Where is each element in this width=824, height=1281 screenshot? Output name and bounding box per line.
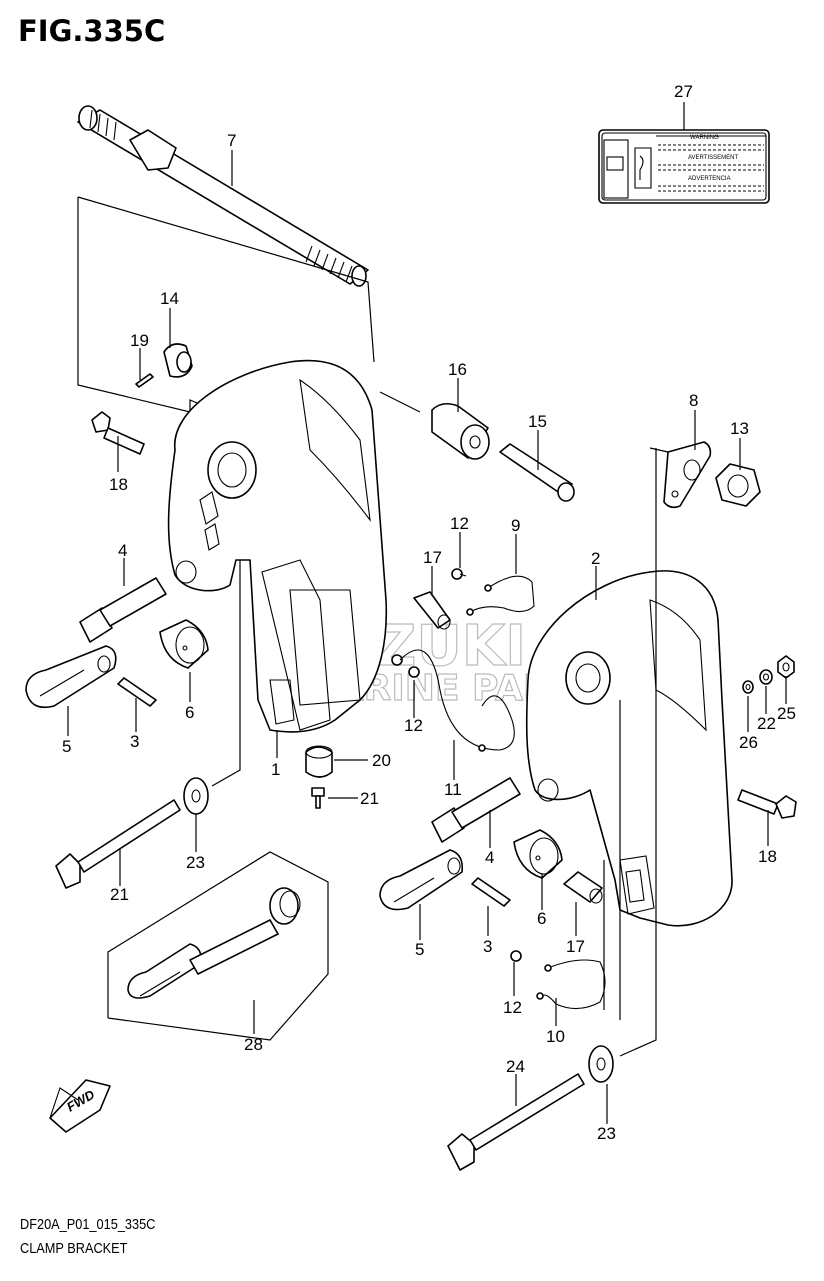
callout-2: 2 — [591, 549, 600, 568]
nut-25[interactable] — [777, 655, 795, 679]
callout-17-upper: 17 — [423, 548, 442, 567]
callout-7: 7 — [227, 131, 236, 150]
stopper-17-upper[interactable] — [413, 591, 451, 630]
callout-13: 13 — [730, 419, 749, 438]
bushing-14[interactable] — [163, 343, 193, 378]
bushing-16[interactable] — [431, 402, 490, 460]
clamp-pad-6-upper[interactable] — [159, 619, 209, 669]
callout-6-upper: 6 — [185, 703, 194, 722]
ground-wire-11[interactable] — [399, 649, 515, 752]
callout-3-lower: 3 — [483, 937, 492, 956]
callout-14: 14 — [160, 289, 179, 308]
clamp-screw-kit-28[interactable] — [107, 851, 329, 1041]
callout-25: 25 — [777, 704, 796, 723]
clamp-bracket-1[interactable] — [167, 359, 388, 733]
label-plate-27[interactable]: WARNING AVERTISSEMENT ADVERTENCIA — [598, 129, 770, 204]
washer-23-lower[interactable] — [588, 1045, 614, 1083]
callout-23-lower: 23 — [597, 1124, 616, 1143]
callout-23-upper: 23 — [186, 853, 205, 872]
callout-28: 28 — [244, 1035, 263, 1054]
label-advertencia: ADVERTENCIA — [688, 176, 731, 182]
bolt-18-left[interactable] — [91, 411, 145, 455]
clamp-handle-5-lower[interactable] — [379, 849, 464, 911]
pin-19[interactable] — [135, 373, 154, 388]
pin-15[interactable] — [499, 443, 575, 502]
callouts: 27 7 14 19 18 16 15 8 13 12 9 17 2 4 6 5… — [62, 82, 796, 1143]
stopper-17-lower[interactable] — [563, 871, 603, 904]
callout-10: 10 — [546, 1027, 565, 1046]
callout-15: 15 — [528, 412, 547, 431]
callout-4-upper: 4 — [118, 541, 127, 560]
ground-wire-10[interactable] — [536, 959, 606, 1010]
label-warning: WARNING — [690, 135, 719, 141]
callout-8: 8 — [689, 391, 698, 410]
callout-5-lower: 5 — [415, 940, 424, 959]
tilt-screw-4-lower[interactable] — [431, 777, 521, 843]
callout-4-lower: 4 — [485, 848, 494, 867]
callout-11: 11 — [444, 780, 462, 799]
label-avertissement: AVERTISSEMENT — [688, 155, 738, 161]
clamp-handle-5-upper[interactable] — [25, 645, 117, 709]
bolt-18-right[interactable] — [737, 789, 797, 819]
washer-26[interactable] — [742, 680, 754, 694]
callout-21-long: 21 — [110, 885, 129, 904]
callout-16: 16 — [448, 360, 467, 379]
bolt-21-long[interactable] — [55, 799, 181, 889]
washer-22[interactable] — [759, 669, 773, 685]
callout-17-lower: 17 — [566, 937, 585, 956]
leader-lines — [67, 102, 787, 1124]
fwd-arrow: FWD — [49, 1079, 111, 1133]
callout-20: 20 — [372, 751, 391, 770]
callout-27: 27 — [674, 82, 693, 101]
callout-5-upper: 5 — [62, 737, 71, 756]
callout-26: 26 — [739, 733, 758, 752]
washer-23-upper[interactable] — [183, 777, 209, 815]
figure-code: DF20A_P01_015_335C — [20, 1216, 156, 1233]
plate-8[interactable] — [663, 441, 712, 509]
callout-12-lower: 12 — [503, 998, 522, 1017]
clamp-pad-6-lower[interactable] — [513, 829, 563, 879]
callout-24: 24 — [506, 1057, 525, 1076]
figure-name: CLAMP BRACKET — [20, 1240, 128, 1257]
callout-21-small: 21 — [360, 789, 379, 808]
callout-3-upper: 3 — [130, 732, 139, 751]
bolt-24-long[interactable] — [447, 1073, 585, 1171]
callout-6-lower: 6 — [537, 909, 546, 928]
callout-19: 19 — [130, 331, 149, 350]
figure-title: FIG.335C — [18, 14, 166, 48]
pin-3-upper[interactable] — [117, 677, 157, 707]
callout-1: 1 — [271, 760, 280, 779]
callout-18-lower: 18 — [758, 847, 777, 866]
ground-wire-9[interactable] — [466, 575, 535, 616]
pin-3-lower[interactable] — [471, 877, 511, 907]
bumper-20[interactable] — [305, 745, 333, 778]
screw-12-c[interactable] — [510, 950, 522, 962]
nut-13[interactable] — [715, 463, 761, 507]
tilt-screw-4-upper[interactable] — [79, 577, 167, 643]
callout-12-middle: 12 — [404, 716, 423, 735]
callout-9: 9 — [511, 516, 520, 535]
screw-12-a[interactable] — [451, 568, 467, 580]
callout-12-upper: 12 — [450, 514, 469, 533]
through-tube-7[interactable] — [77, 105, 369, 287]
callout-22: 22 — [757, 714, 776, 733]
callout-18-upper: 18 — [109, 475, 128, 494]
screw-21-small[interactable] — [311, 787, 325, 809]
screw-12-b[interactable] — [391, 654, 420, 678]
clamp-bracket-2[interactable] — [525, 570, 733, 927]
